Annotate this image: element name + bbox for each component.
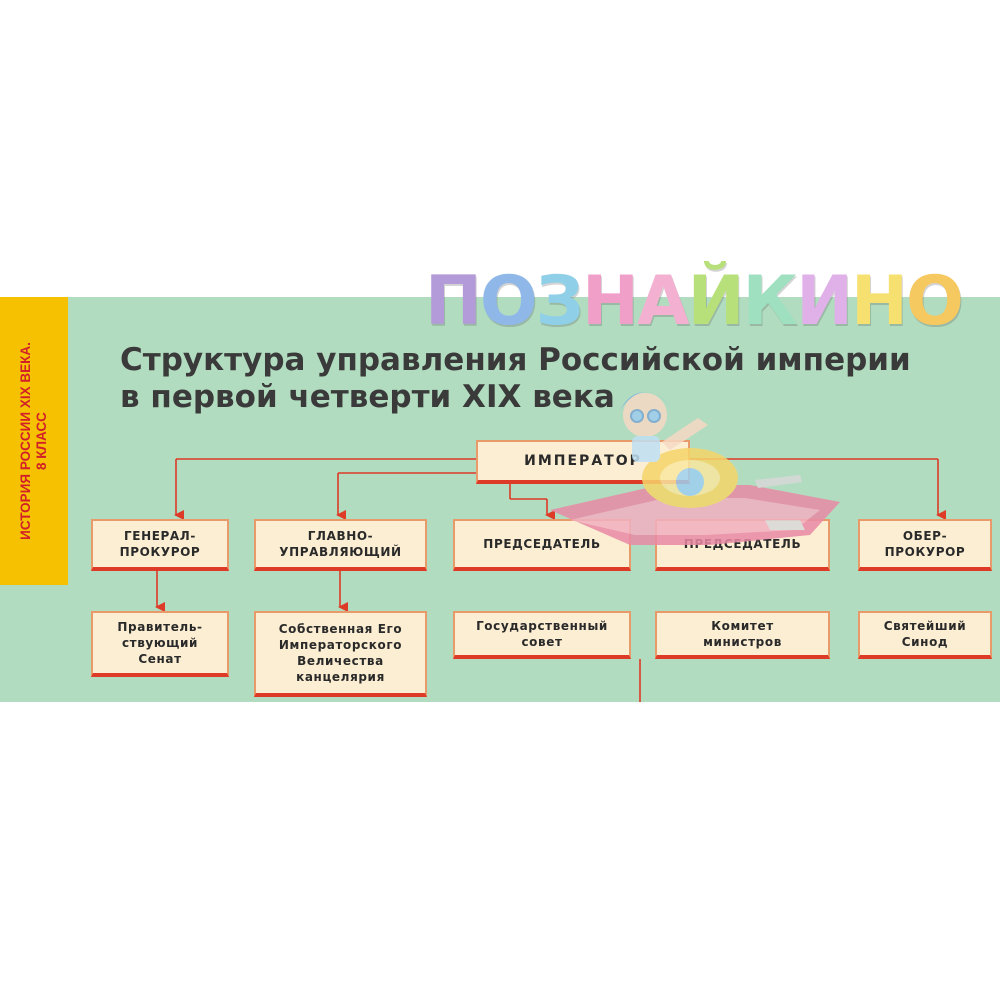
logo-letter: А <box>636 262 690 341</box>
logo-letter: П <box>425 262 482 341</box>
node-chief-manager: ГЛАВНО- УПРАВЛЯЮЩИЙ <box>254 519 427 571</box>
diagram-title: Структура управления Российской империи … <box>120 342 1000 416</box>
logo-letter: Н <box>851 262 908 341</box>
connector-lines <box>155 458 946 702</box>
node-ober-prosecutor: ОБЕР- ПРОКУРОР <box>858 519 992 571</box>
node-senate: Правитель- ствующий Сенат <box>91 611 229 677</box>
node-general-prosecutor: ГЕНЕРАЛ- ПРОКУРОР <box>91 519 229 571</box>
logo-letter: О <box>905 262 964 341</box>
node-chancellery: Собственная Его Императорского Величеств… <box>254 611 427 697</box>
title-line-1: Структура управления Российской империи <box>120 342 911 378</box>
logo-letter: К <box>742 262 799 341</box>
poznaikino-logo: ПОЗНАЙКИНО <box>425 262 980 352</box>
node-state-council: Государственный совет <box>453 611 631 659</box>
node-committee: Комитет министров <box>655 611 830 659</box>
side-label-strip: ИСТОРИЯ РОССИИ XIX ВЕКА. 8 КЛАСС <box>0 297 68 585</box>
mascot-pilot-icon <box>550 391 840 545</box>
node-synod: Святейший Синод <box>858 611 992 659</box>
logo-letter: З <box>535 262 584 341</box>
logo-letter: Н <box>582 262 639 341</box>
logo-letter: И <box>796 262 853 341</box>
logo-letter: Й <box>687 262 745 341</box>
logo-letter: О <box>479 262 538 341</box>
diagram-poster: ИСТОРИЯ РОССИИ XIX ВЕКА. 8 КЛАСС Структу… <box>0 297 1000 702</box>
title-line-2: в первой четверти XIX века <box>120 379 615 415</box>
